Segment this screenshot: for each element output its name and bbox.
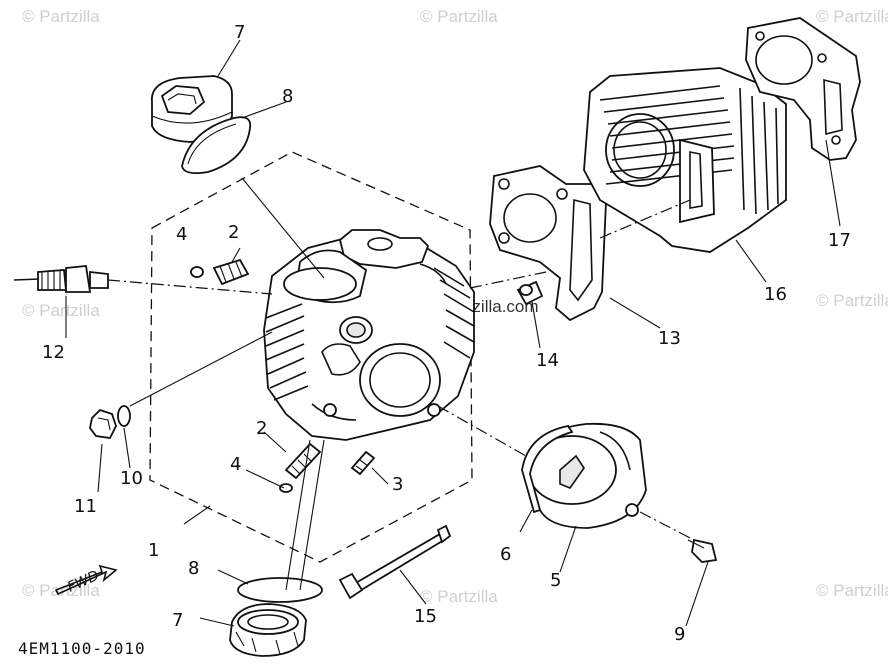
oil-plug-bottom[interactable]: [229, 603, 307, 657]
watermark-mid-right: © Partzilla: [816, 291, 888, 310]
callout-16: 16: [764, 284, 787, 305]
callout-9: 9: [674, 624, 685, 645]
head-gasket[interactable]: [489, 165, 607, 322]
callout-4-top: 4: [176, 224, 187, 245]
watermark-bottom-center: © Partzilla: [420, 587, 498, 606]
watermark-bottom-right: © Partzilla: [816, 581, 888, 600]
gasket-6[interactable]: [521, 424, 574, 514]
callout-15: 15: [414, 606, 437, 627]
leader-lines: [65, 39, 841, 627]
callout-10: 10: [120, 468, 143, 489]
callout-1: 1: [148, 540, 159, 561]
callout-12: 12: [42, 342, 65, 363]
callout-3: 3: [392, 474, 403, 495]
callout-4-bottom: 4: [230, 454, 241, 475]
stud-lower[interactable]: [279, 442, 322, 493]
callout-7-bottom: 7: [172, 610, 183, 631]
diagram-code: 4EM1100-2010: [18, 639, 146, 658]
o-ring-bottom[interactable]: [237, 577, 323, 603]
callout-7-top: 7: [234, 22, 245, 43]
callout-13: 13: [658, 328, 681, 349]
callout-5: 5: [550, 570, 561, 591]
callout-8-bottom: 8: [188, 558, 199, 579]
callout-2-top: 2: [228, 222, 239, 243]
side-cover[interactable]: [523, 422, 647, 529]
dowel-pin[interactable]: [350, 450, 376, 476]
o-ring-top-edge: [187, 123, 237, 165]
callout-8-top: 8: [282, 86, 293, 107]
dowel-14[interactable]: [516, 280, 544, 306]
bolt-9[interactable]: [687, 538, 718, 563]
callout-2-bottom: 2: [256, 418, 267, 439]
base-gasket[interactable]: [745, 17, 861, 161]
watermark-top-center: © Partzilla: [420, 7, 498, 26]
watermark-bottom-left: © Partzilla: [22, 581, 100, 600]
stud-upper[interactable]: [190, 258, 250, 286]
callout-6: 6: [500, 544, 511, 565]
drain-plug[interactable]: [89, 408, 117, 439]
assembly-outline: [149, 151, 473, 563]
watermark-top-left: © Partzilla: [22, 7, 100, 26]
spark-plug[interactable]: [13, 265, 109, 293]
cover-screw-hole: [625, 503, 639, 517]
callout-numbers: 7 8 4 2 12 2 4 3 10 11 1 8 7 15 6 5 9 13…: [42, 22, 851, 645]
cylinder[interactable]: [583, 67, 787, 253]
oil-plug-top[interactable]: [151, 75, 233, 143]
cylinder-head[interactable]: [263, 229, 475, 441]
watermark-top-right: © Partzilla: [816, 7, 888, 26]
long-bolt[interactable]: [338, 524, 452, 600]
o-ring-top[interactable]: [181, 116, 252, 175]
callout-14: 14: [536, 350, 559, 371]
callout-11: 11: [74, 496, 97, 517]
callout-17: 17: [828, 230, 851, 251]
washer-10[interactable]: [117, 405, 131, 427]
watermark-mid-left: © Partzilla: [22, 301, 100, 320]
